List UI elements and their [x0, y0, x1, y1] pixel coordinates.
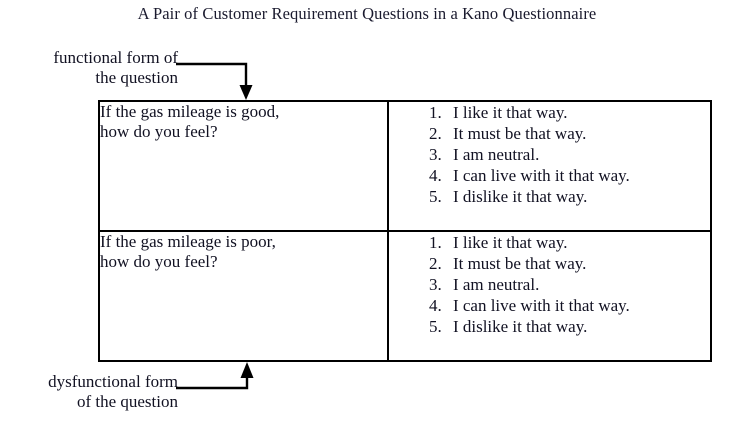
question-text-dysfunctional: If the gas mileage is poor, how do you f…: [100, 232, 352, 272]
answer-text: I am neutral.: [452, 145, 540, 164]
answer-number: 2.: [428, 124, 442, 143]
up-arrow-icon: [240, 362, 254, 378]
answer-text: It must be that way.: [452, 124, 587, 143]
question-cell-functional: If the gas mileage is good, how do you f…: [98, 100, 389, 232]
question-line-1: If the gas mileage is good,: [100, 102, 280, 121]
answer-text: I like it that way.: [452, 233, 568, 252]
kano-table-body: If the gas mileage is good, how do you f…: [98, 100, 713, 362]
answer-number: 1.: [428, 103, 442, 122]
answer-text: It must be that way.: [452, 254, 587, 273]
dysfunctional-leader-arrow: [176, 362, 254, 390]
list-item[interactable]: 2. It must be that way.: [389, 123, 710, 144]
question-line-1: If the gas mileage is poor,: [100, 232, 276, 251]
question-line-2: how do you feel?: [100, 122, 218, 141]
answer-number: 5.: [428, 187, 442, 206]
functional-form-label: functional form of the question: [6, 48, 178, 88]
answer-text: I can live with it that way.: [452, 166, 630, 185]
page-title: A Pair of Customer Requirement Questions…: [137, 4, 597, 23]
list-item[interactable]: 3. I am neutral.: [389, 144, 710, 165]
answer-text: I dislike it that way.: [452, 187, 588, 206]
answer-number: 5.: [428, 317, 442, 336]
list-item[interactable]: 3. I am neutral.: [389, 274, 710, 295]
functional-leader-arrow: [176, 62, 253, 100]
list-item[interactable]: 4. I can live with it that way.: [389, 295, 710, 316]
question-text-functional: If the gas mileage is good, how do you f…: [100, 102, 352, 142]
dysfunctional-form-label-line1: dysfunctional form: [48, 372, 178, 391]
answer-text: I dislike it that way.: [452, 317, 588, 336]
answers-cell-functional: 1. I like it that way. 2. It must be that …: [386, 100, 713, 232]
question-line-2: how do you feel?: [100, 252, 218, 271]
answer-list-dysfunctional: 1. I like it that way. 2. It must be that …: [389, 232, 710, 337]
list-item[interactable]: 5. I dislike it that way.: [389, 186, 710, 207]
list-item[interactable]: 1. I like it that way.: [389, 232, 710, 253]
functional-form-label-line2: the question: [95, 68, 178, 87]
dysfunctional-form-label: dysfunctional form of the question: [2, 372, 178, 412]
list-item[interactable]: 2. It must be that way.: [389, 253, 710, 274]
table-row: If the gas mileage is good, how do you f…: [98, 100, 713, 232]
answer-list-functional: 1. I like it that way. 2. It must be that …: [389, 102, 710, 207]
answer-number: 3.: [428, 145, 442, 164]
down-arrow-icon: [239, 85, 253, 100]
answers-cell-dysfunctional: 1. I like it that way. 2. It must be that …: [386, 230, 713, 362]
dysfunctional-form-label-line2: of the question: [76, 392, 178, 411]
answer-number: 3.: [428, 275, 442, 294]
answer-number: 4.: [428, 166, 442, 185]
question-cell-dysfunctional: If the gas mileage is poor, how do you f…: [98, 230, 389, 362]
answer-text: I like it that way.: [452, 103, 568, 122]
functional-form-label-line1: functional form of: [53, 48, 178, 67]
answer-number: 1.: [428, 233, 442, 252]
answer-number: 4.: [428, 296, 442, 315]
answer-text: I am neutral.: [452, 275, 540, 294]
table-row: If the gas mileage is poor, how do you f…: [98, 230, 713, 362]
list-item[interactable]: 1. I like it that way.: [389, 102, 710, 123]
answer-text: I can live with it that way.: [452, 296, 630, 315]
kano-question-table: If the gas mileage is good, how do you f…: [98, 100, 713, 362]
list-item[interactable]: 4. I can live with it that way.: [389, 165, 710, 186]
list-item[interactable]: 5. I dislike it that way.: [389, 316, 710, 337]
answer-number: 2.: [428, 254, 442, 273]
